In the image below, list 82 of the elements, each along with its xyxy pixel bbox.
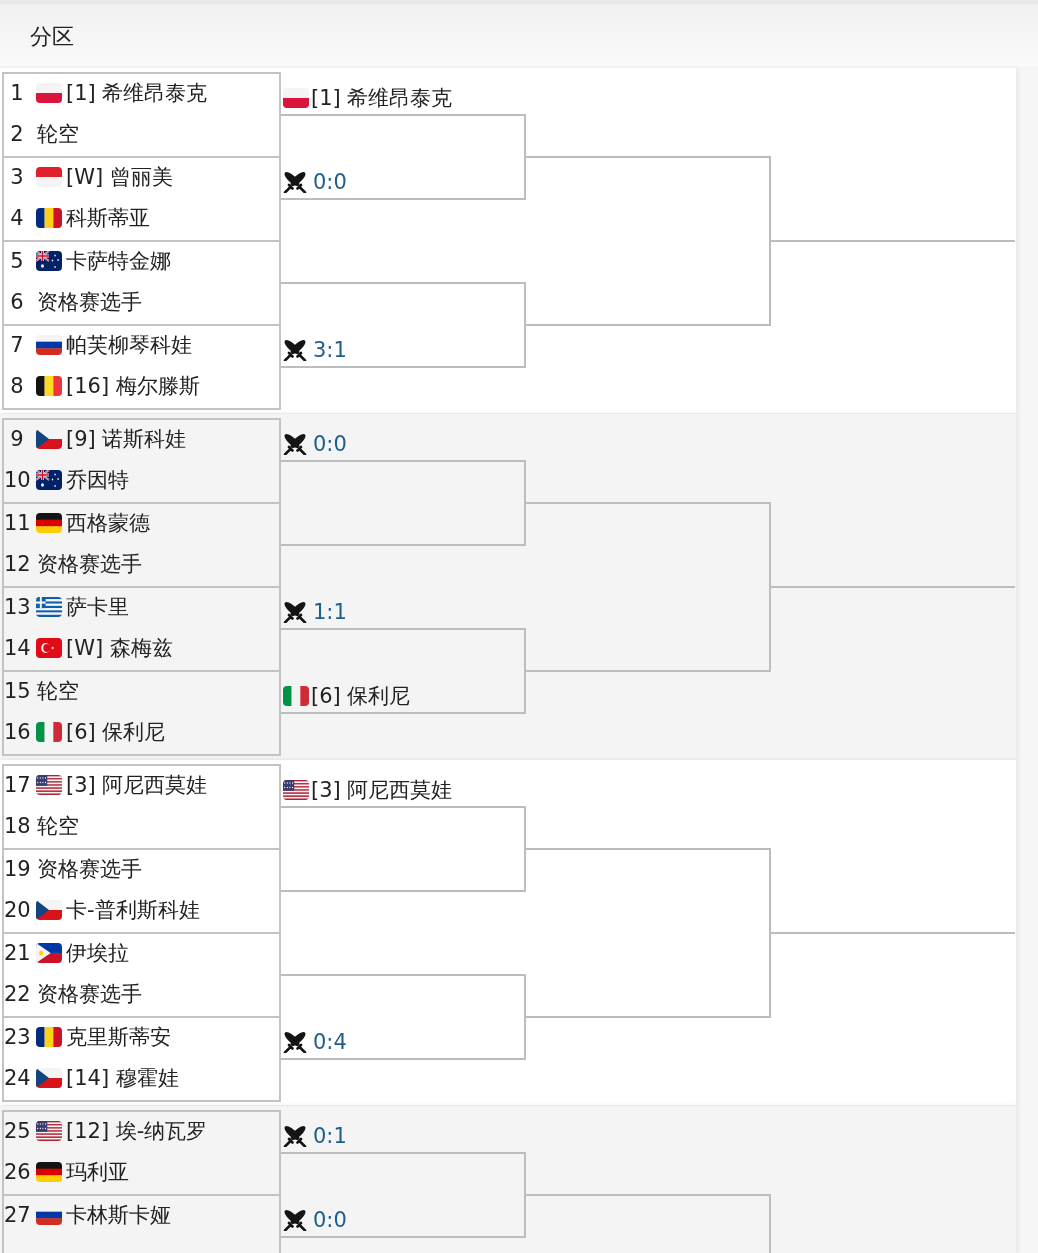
player-name: [W] 曾丽美	[66, 164, 173, 190]
position-number: 11	[4, 510, 30, 536]
player-name: 轮空	[37, 678, 79, 704]
match-score: 0:0	[313, 1207, 347, 1233]
match-box	[2, 586, 281, 672]
match-box	[2, 240, 281, 326]
match-box	[2, 848, 281, 934]
player-name: [1] 希维昂泰克	[311, 85, 453, 111]
position-number: 13	[4, 594, 30, 620]
match-box	[2, 1194, 281, 1253]
position-number: 25	[4, 1118, 30, 1144]
match-score: 0:0	[313, 169, 347, 195]
position-number: 24	[4, 1065, 30, 1091]
position-number: 20	[4, 897, 30, 923]
bracket-line	[280, 240, 1016, 368]
player-name: 玛利亚	[66, 1159, 129, 1185]
position-number: 2	[9, 121, 25, 147]
player-name: 资格赛选手	[37, 981, 142, 1007]
player-name: 伊埃拉	[66, 940, 129, 966]
match-box	[2, 324, 281, 410]
player-name: [3] 阿尼西莫娃	[311, 777, 453, 803]
position-number: 22	[4, 981, 30, 1007]
player-name: 轮空	[37, 121, 79, 147]
match-score: 0:1	[313, 1123, 347, 1149]
position-number: 17	[4, 772, 30, 798]
position-number: 12	[4, 551, 30, 577]
bracket-line	[280, 586, 1016, 714]
position-number: 27	[4, 1202, 30, 1228]
section-title: 分区	[30, 23, 74, 51]
player-name: 克里斯蒂安	[66, 1024, 171, 1050]
player-name: [1] 希维昂泰克	[66, 80, 208, 106]
position-number: 3	[9, 164, 25, 190]
player-name: [W] 森梅兹	[66, 635, 173, 661]
player-name: 乔因特	[66, 467, 129, 493]
player-name: 资格赛选手	[37, 856, 142, 882]
player-name: [12] 埃-纳瓦罗	[66, 1118, 208, 1144]
position-number: 1	[9, 80, 25, 106]
match-box	[2, 1110, 281, 1196]
match-score: 1:1	[313, 599, 347, 625]
position-number: 8	[9, 373, 25, 399]
player-name: 西格蒙德	[66, 510, 150, 536]
match-score: 0:0	[313, 431, 347, 457]
position-number: 18	[4, 813, 30, 839]
position-number: 9	[9, 426, 25, 452]
player-name: 轮空	[37, 813, 79, 839]
position-number: 26	[4, 1159, 30, 1185]
match-score: 0:4	[313, 1029, 347, 1055]
match-box	[2, 670, 281, 756]
player-name: 科斯蒂亚	[66, 205, 150, 231]
player-name: 卡林斯卡娅	[66, 1202, 171, 1228]
position-number: 16	[4, 719, 30, 745]
match-box	[2, 764, 281, 850]
player-name: 卡萨特金娜	[66, 248, 171, 274]
player-name: 资格赛选手	[37, 551, 142, 577]
match-box	[2, 156, 281, 242]
match-score: 3:1	[313, 337, 347, 363]
player-name: 帕芙柳琴科娃	[66, 332, 192, 358]
position-number: 10	[4, 467, 30, 493]
position-number: 15	[4, 678, 30, 704]
player-name: 萨卡里	[66, 594, 129, 620]
match-box	[2, 932, 281, 1018]
player-name: 卡-普利斯科娃	[66, 897, 200, 923]
match-box	[2, 502, 281, 588]
position-number: 7	[9, 332, 25, 358]
position-number: 21	[4, 940, 30, 966]
position-number: 14	[4, 635, 30, 661]
position-number: 23	[4, 1024, 30, 1050]
player-name: [6] 保利尼	[311, 683, 411, 709]
match-box	[2, 418, 281, 504]
position-number: 6	[9, 289, 25, 315]
match-box	[2, 1016, 281, 1102]
position-number: 4	[9, 205, 25, 231]
bracket-line	[280, 932, 1016, 1060]
player-name: [3] 阿尼西莫娃	[66, 772, 208, 798]
position-number: 19	[4, 856, 30, 882]
player-name: [16] 梅尔滕斯	[66, 373, 200, 399]
player-name: [14] 穆霍娃	[66, 1065, 179, 1091]
position-number: 5	[9, 248, 25, 274]
player-name: [6] 保利尼	[66, 719, 166, 745]
player-name: 资格赛选手	[37, 289, 142, 315]
player-name: [9] 诺斯科娃	[66, 426, 187, 452]
match-box	[2, 72, 281, 158]
